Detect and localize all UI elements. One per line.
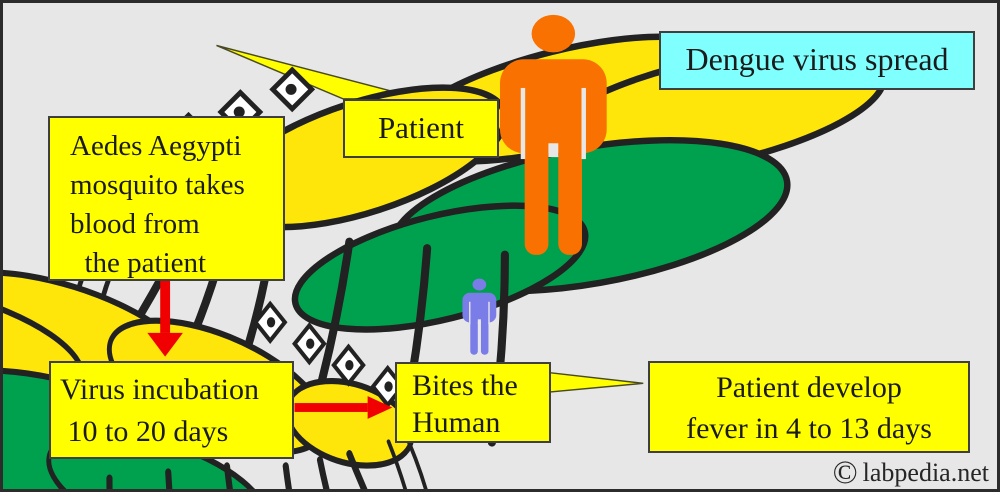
fever-line: fever in 4 to 13 days [686,412,932,445]
aedes-line: Aedes Aegypti [70,130,242,162]
diagram-title: Dengue virus spread [685,41,949,77]
watermark: © labpedia.net [832,455,989,491]
arrow-down-icon [147,277,183,357]
bites-human-box: Bites the Human [395,362,551,443]
virus-incubation-box: Virus incubation 10 to 20 days [49,361,294,459]
incubation-line: 10 to 20 days [60,415,229,448]
fever-box: Patient develop fever in 4 to 13 days [648,361,970,453]
copyright-icon: © [832,455,858,491]
aedes-line: mosquito takes [70,169,245,201]
patient-label: Patient [377,110,465,145]
bites-line: Bites the [412,369,518,402]
title-box: Dengue virus spread [659,31,975,90]
aedes-line: blood from [70,208,200,240]
aedes-description-box: Aedes Aegypti mosquito takes blood from … [48,116,285,281]
watermark-text: labpedia.net [862,458,989,487]
aedes-line: the patient [70,247,207,279]
patient-label-box: Patient [343,99,499,158]
fever-line: Patient develop [716,371,902,404]
incubation-line: Virus incubation [60,373,259,406]
bites-line: Human [412,406,501,439]
diagram-graphics [3,10,896,489]
arrow-right-icon [294,396,393,419]
fever-callout-wedge [546,371,644,394]
